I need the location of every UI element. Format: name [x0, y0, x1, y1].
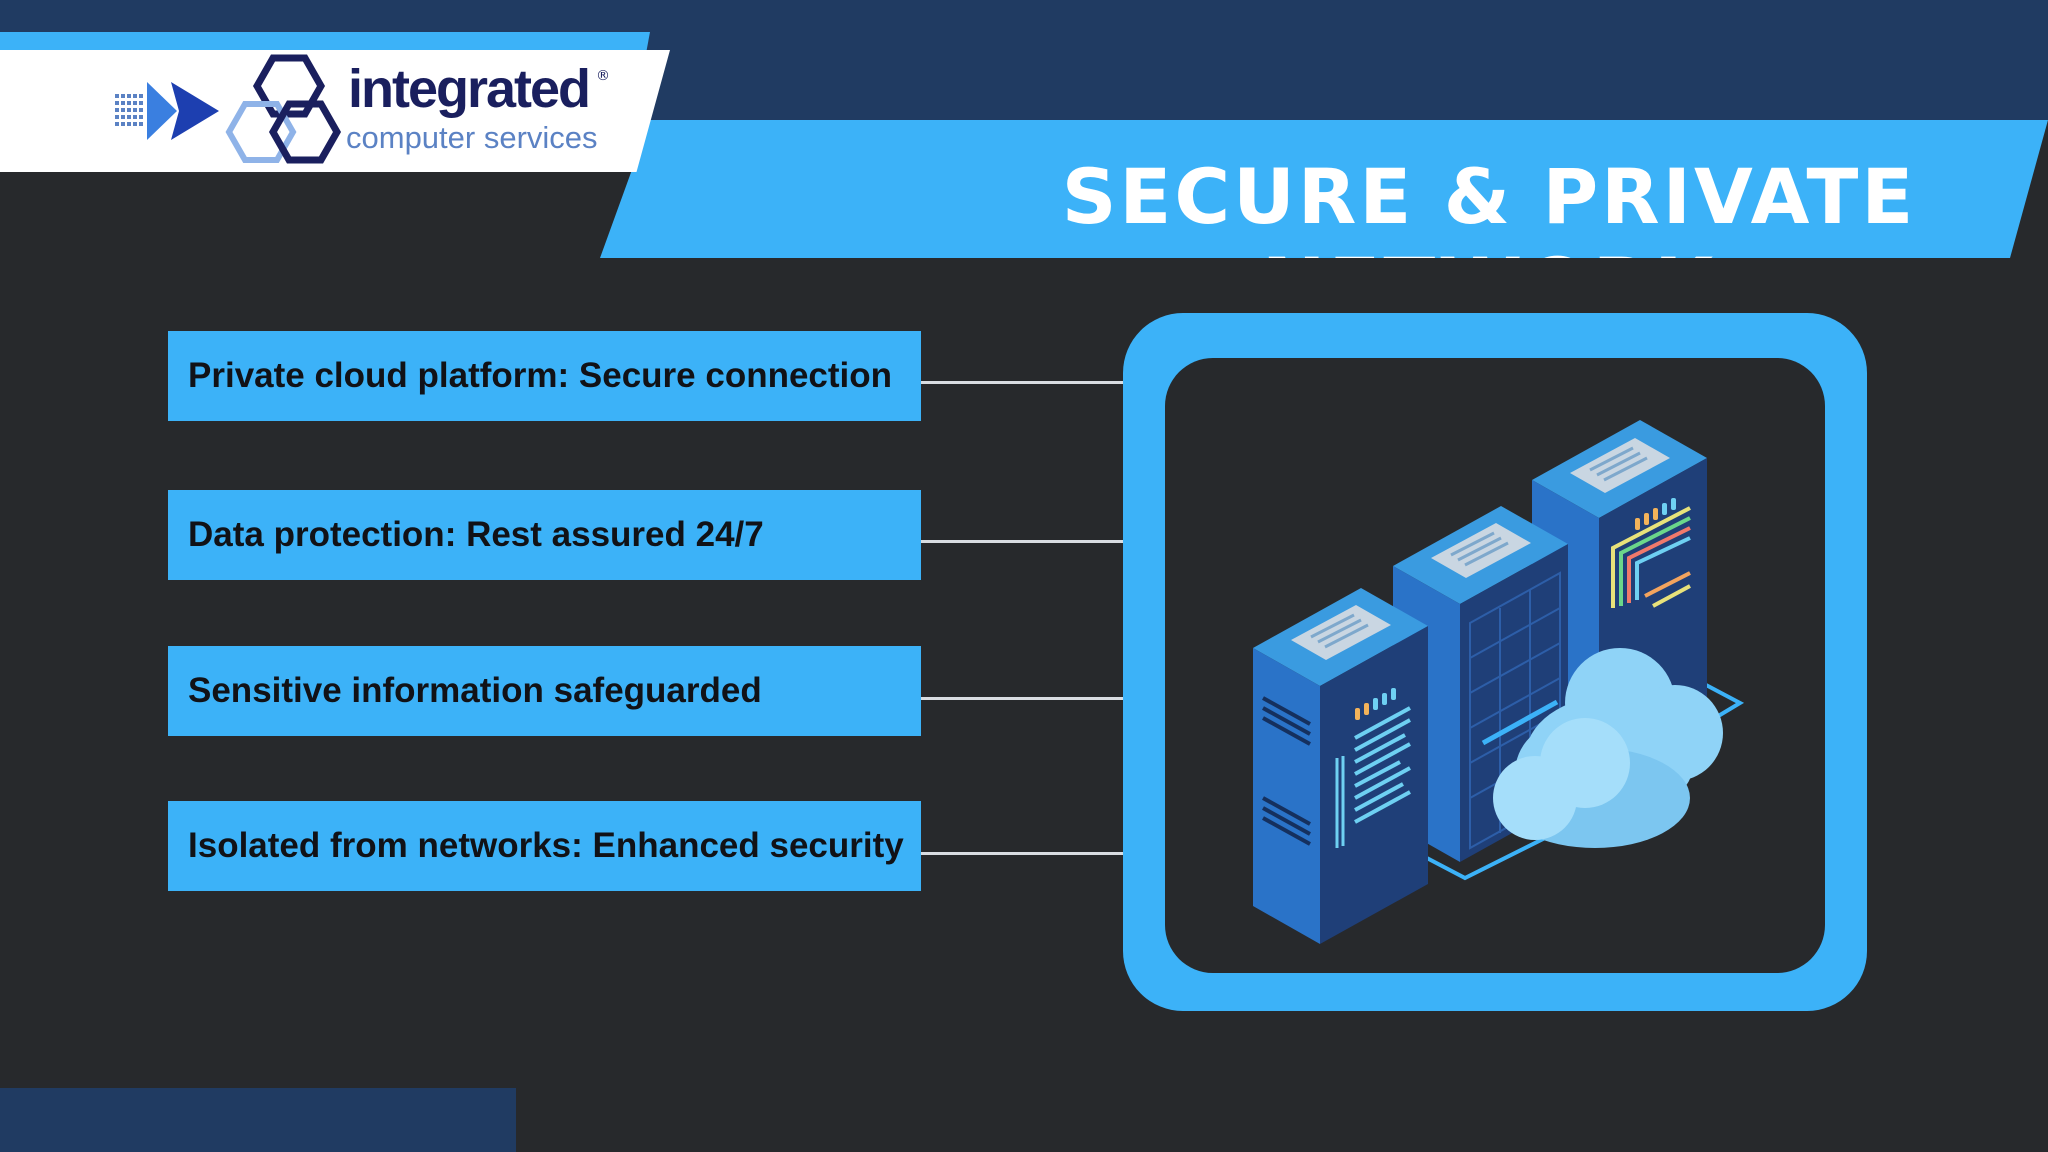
cloud-icon [1493, 648, 1723, 848]
title-banner: SECURE & PRIVATE NETWORK [600, 120, 2048, 258]
logo-registered-mark: ® [596, 68, 610, 84]
connector-line [921, 697, 1123, 700]
feature-label: Sensitive information safeguarded [188, 671, 762, 710]
connector-line [921, 852, 1123, 855]
server-unit [1253, 588, 1428, 944]
feature-label: Isolated from networks: Enhanced securit… [188, 826, 904, 865]
logo-hexagon-icon [225, 54, 342, 164]
feature-item-sensitive-info: Sensitive information safeguarded [168, 646, 921, 736]
logo-name: integrated [348, 59, 591, 119]
illustration-frame [1123, 313, 1867, 1011]
feature-item-private-cloud: Private cloud platform: Secure connectio… [168, 331, 921, 421]
feature-label: Data protection: Rest assured 24/7 [188, 515, 764, 554]
feature-label: Private cloud platform: Secure connectio… [188, 356, 893, 395]
bottom-band-cutout [516, 1088, 2048, 1152]
connector-line [921, 381, 1123, 384]
page-title: SECURE & PRIVATE NETWORK [1061, 152, 1917, 330]
illustration-panel [1165, 358, 1825, 973]
connector-line [921, 540, 1123, 543]
logo-arrow-icon [115, 82, 219, 140]
logo: integrated ® computer services [0, 50, 670, 172]
feature-item-data-protection: Data protection: Rest assured 24/7 [168, 490, 921, 580]
feature-item-isolated: Isolated from networks: Enhanced securit… [168, 801, 921, 891]
logo-subtitle: computer services [346, 120, 598, 155]
server-rack-icon [1253, 420, 1745, 944]
